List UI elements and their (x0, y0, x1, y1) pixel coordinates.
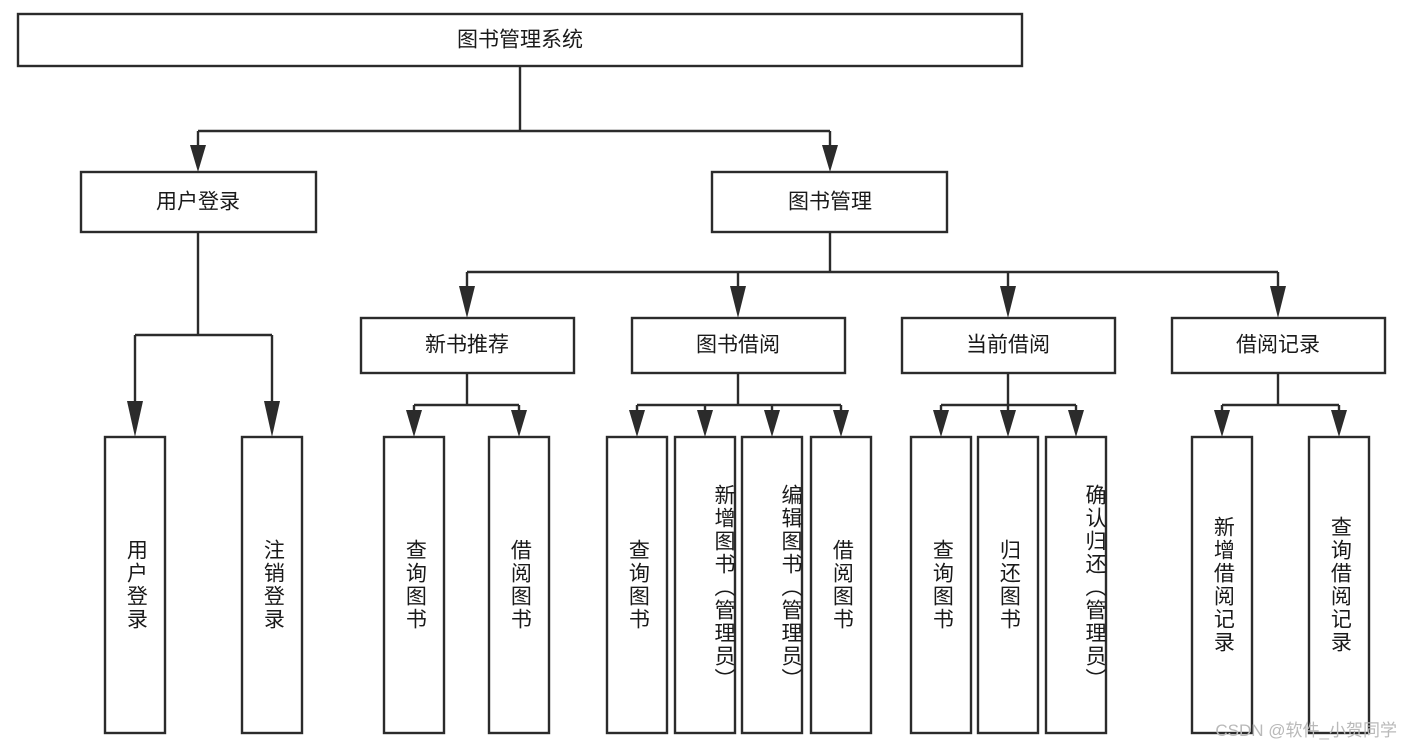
leaf-box-layer (103, 435, 1371, 735)
node-root-box[interactable] (16, 12, 1024, 68)
leaf-borrow-book-2-box[interactable] (809, 435, 873, 735)
leaf-add-record-box[interactable] (1190, 435, 1254, 735)
arrowhead-user-login (190, 145, 206, 172)
arrowhead-leaf-query-book-2 (629, 410, 645, 437)
arrowhead-leaf-borrow-book-1 (511, 410, 527, 437)
node-book-borrow-box[interactable] (630, 316, 847, 375)
node-new-book-recommend-label: 新书推荐 (425, 334, 509, 357)
leaf-edit-book-box[interactable] (740, 435, 804, 735)
arrowhead-leaf-borrow-book-2 (833, 410, 849, 437)
node-new-book-recommend[interactable]: 新书推荐 (359, 316, 576, 375)
arrowhead-leaf-query-record (1331, 410, 1347, 437)
node-current-borrow-box[interactable] (900, 316, 1117, 375)
arrowhead-book-manage (822, 145, 838, 172)
arrowhead-book-borrow (730, 286, 746, 318)
node-current-borrow[interactable]: 当前借阅 (900, 316, 1117, 375)
node-user-login[interactable]: 用户登录 (79, 170, 318, 234)
arrowhead-leaf-query-book-3 (933, 410, 949, 437)
arrowhead-leaf-add-record (1214, 410, 1230, 437)
leaf-add-book-box[interactable] (673, 435, 737, 735)
node-book-manage-label: 图书管理 (788, 191, 872, 214)
arrowhead-leaf-confirm-return (1068, 410, 1084, 437)
arrowhead-leaf-query-book-1 (406, 410, 422, 437)
node-user-login-label: 用户登录 (156, 191, 240, 214)
node-root-label: 图书管理系统 (457, 29, 583, 52)
arrowhead-new-book-recommend (459, 286, 475, 318)
leaf-query-record-box[interactable] (1307, 435, 1371, 735)
node-current-borrow-label: 当前借阅 (966, 334, 1050, 357)
node-book-manage-box[interactable] (710, 170, 949, 234)
arrowhead-leaf-add-book (697, 410, 713, 437)
arrowhead-leaf-edit-book (764, 410, 780, 437)
connector-layer (127, 66, 1347, 437)
arrowhead-borrow-record (1270, 286, 1286, 318)
leaf-confirm-return-box[interactable] (1044, 435, 1108, 735)
leaf-query-book-1-box[interactable] (382, 435, 446, 735)
node-book-manage[interactable]: 图书管理 (710, 170, 949, 234)
arrowhead-leaf-return-book (1000, 410, 1016, 437)
leaf-borrow-book-1-box[interactable] (487, 435, 551, 735)
node-borrow-record[interactable]: 借阅记录 (1170, 316, 1387, 375)
arrowhead-leaf-user-login (127, 401, 143, 437)
node-new-book-recommend-box[interactable] (359, 316, 576, 375)
leaf-query-book-3-box[interactable] (909, 435, 973, 735)
node-borrow-record-label: 借阅记录 (1236, 334, 1320, 357)
leaf-return-book-box[interactable] (976, 435, 1040, 735)
leaf-user-login-box[interactable] (103, 435, 167, 735)
node-book-borrow[interactable]: 图书借阅 (630, 316, 847, 375)
arrowhead-current-borrow (1000, 286, 1016, 318)
node-user-login-box[interactable] (79, 170, 318, 234)
leaf-user-logout-box[interactable] (240, 435, 304, 735)
node-book-borrow-label: 图书借阅 (696, 334, 780, 357)
arrowhead-leaf-user-logout (264, 401, 280, 437)
node-root[interactable]: 图书管理系统 (16, 12, 1024, 68)
node-borrow-record-box[interactable] (1170, 316, 1387, 375)
leaf-query-book-2-box[interactable] (605, 435, 669, 735)
